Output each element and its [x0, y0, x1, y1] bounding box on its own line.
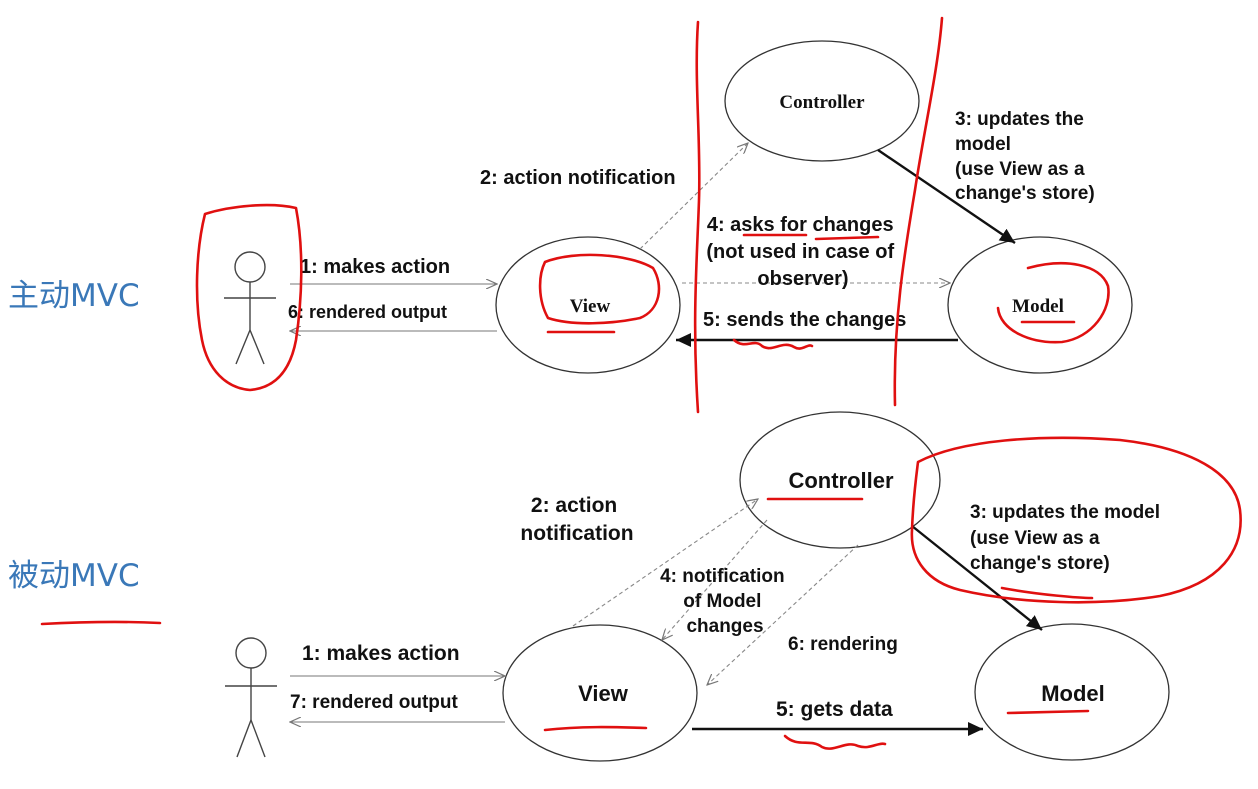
passive-mvc-label: 被动MVC	[8, 558, 140, 594]
controller-label: Controller	[779, 92, 865, 113]
rendered-output-label: 6: rendered output	[288, 302, 447, 322]
controller-label-bottom: Controller	[788, 468, 894, 493]
action-notification-label: 2: action notification	[480, 167, 676, 189]
controller-node-bottom	[739, 411, 941, 549]
view-label-bottom: View	[578, 681, 629, 706]
model-node-bottom	[974, 623, 1170, 761]
asks-for-changes-label: 4: asks for changes (not used in case of…	[706, 214, 899, 290]
sends-changes-label: 5: sends the changes	[703, 309, 906, 331]
rendered-output-label-bottom: 7: rendered output	[290, 692, 459, 713]
rendering-label: 6: rendering	[788, 634, 898, 655]
user-actor-icon-bottom	[225, 637, 277, 758]
action-notification-arrow	[639, 143, 748, 250]
user-actor-icon	[224, 251, 276, 365]
makes-action-label-bottom: 1: makes action	[302, 642, 460, 665]
handwritten-annotations-top	[195, 16, 1110, 414]
gets-data-label: 5: gets data	[776, 698, 893, 721]
updates-model-arrow-bottom	[911, 525, 1043, 631]
rendering-arrow	[707, 544, 859, 685]
updates-model-label-bottom: 3: updates the model (use View as a chan…	[970, 502, 1165, 574]
makes-action-label: 1: makes action	[300, 256, 450, 278]
action-notification-arrow-bottom	[572, 499, 758, 627]
action-notification-label-bottom: 2: action notification	[520, 494, 633, 545]
active-mvc-label: 主动MVC	[8, 278, 140, 314]
controller-node	[724, 40, 920, 162]
updates-model-arrow	[877, 149, 1016, 244]
model-label-bottom: Model	[1041, 681, 1105, 706]
passive-label-underline	[40, 620, 162, 626]
model-label: Model	[1012, 296, 1064, 317]
handwritten-annotations-bottom	[543, 436, 1242, 750]
model-node	[947, 236, 1133, 374]
updates-model-label: 3: updates the model (use View as a chan…	[955, 109, 1095, 204]
view-node-bottom	[502, 624, 698, 762]
model-notification-arrow	[662, 519, 768, 640]
model-notification-label: 4: notification of Model changes	[660, 566, 790, 637]
view-label: View	[570, 296, 611, 317]
